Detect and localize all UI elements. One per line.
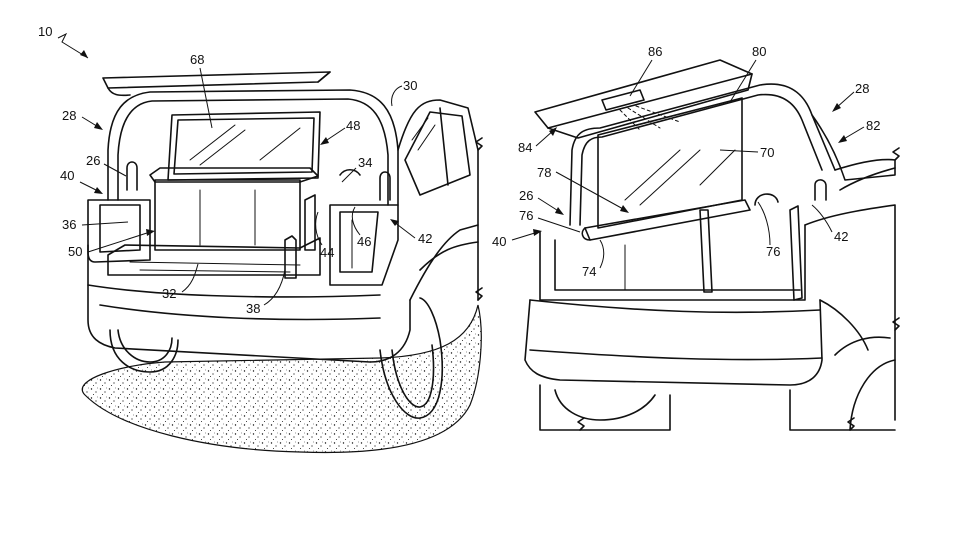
ground-gravel — [81, 304, 482, 454]
ref-label-50: 50 — [68, 244, 82, 259]
ref-label-32: 32 — [162, 286, 176, 301]
ref-label-30: 30 — [403, 78, 417, 93]
ref-label-42: 42 — [834, 229, 848, 244]
ref-label-76-left: 76 — [519, 208, 533, 223]
ref-label-44: 44 — [320, 245, 334, 260]
ref-label-36: 36 — [62, 217, 76, 232]
ref-label-48: 48 — [346, 118, 360, 133]
ref-label-42: 42 — [418, 231, 432, 246]
ref-label-70: 70 — [760, 145, 774, 160]
ref-label-40: 40 — [492, 234, 506, 249]
ref-label-46: 46 — [357, 234, 371, 249]
ref-label-76-right: 76 — [766, 244, 780, 259]
ref-label-28: 28 — [62, 108, 76, 123]
ref-label-28: 28 — [855, 81, 869, 96]
ref-label-10: 10 — [38, 24, 52, 39]
ref-label-74: 74 — [582, 264, 596, 279]
ref-label-26: 26 — [519, 188, 533, 203]
ref-label-78: 78 — [537, 165, 551, 180]
ref-label-26: 26 — [86, 153, 100, 168]
ref-label-80: 80 — [752, 44, 766, 59]
ref-label-34: 34 — [358, 155, 372, 170]
ref-label-84: 84 — [518, 140, 532, 155]
ref-label-86: 86 — [648, 44, 662, 59]
ref-label-68: 68 — [190, 52, 204, 67]
ref-label-38: 38 — [246, 301, 260, 316]
ref-label-82: 82 — [866, 118, 880, 133]
ref-label-40: 40 — [60, 168, 74, 183]
left-vehicle-view: 10 68 30 28 48 26 34 40 36 42 50 46 44 3 — [38, 24, 483, 454]
right-vehicle-view: 86 80 28 82 84 70 78 26 76 40 42 76 74 — [492, 44, 900, 431]
